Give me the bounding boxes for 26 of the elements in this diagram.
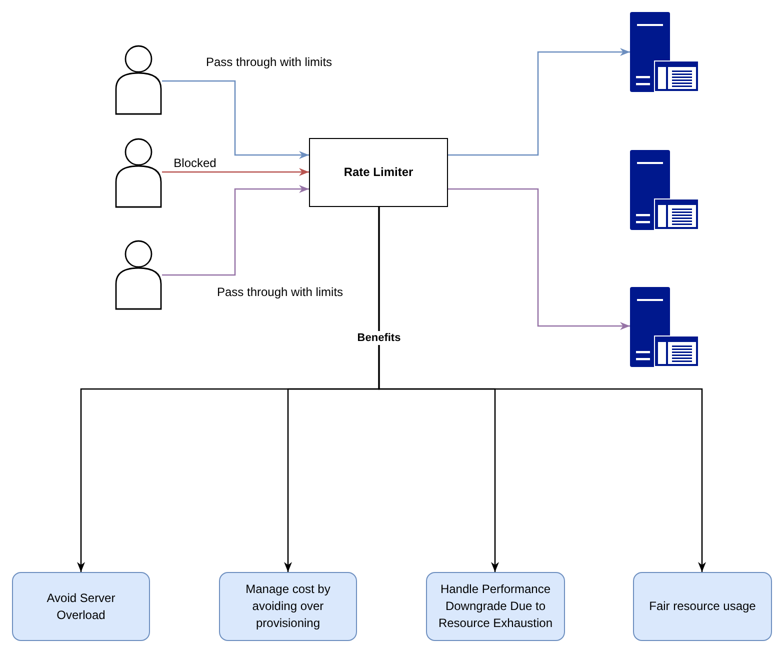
person-icon [115,138,162,208]
arrow [448,48,630,156]
edge-label: Blocked [172,156,218,170]
server-icon [630,150,699,230]
arrow [162,80,309,159]
box-label: Rate Limiter [344,164,414,181]
box-label: Fair resource usage [649,598,756,615]
benefit-box [633,572,772,641]
person-icon [115,240,162,310]
box-label: Manage cost by avoiding over provisioning [244,581,332,632]
box-label: Avoid Server Overload [46,590,116,624]
server-icon [630,12,699,92]
edge-label: Benefits [355,331,403,345]
edge-label: Pass through with limits [204,55,334,69]
arrow [162,185,309,276]
person-icon [115,45,162,115]
benefit-box [12,572,150,641]
arrow [162,168,309,176]
server-icon [630,287,699,367]
box-label: Handle Performance Downgrade Due to Resource Exhaustion [437,581,554,632]
process-box [309,138,448,207]
benefit-box [426,572,565,641]
arrow [448,188,630,330]
benefit-box [219,572,357,641]
edge-label: Pass through with limits [214,285,346,299]
arrow [378,207,706,572]
